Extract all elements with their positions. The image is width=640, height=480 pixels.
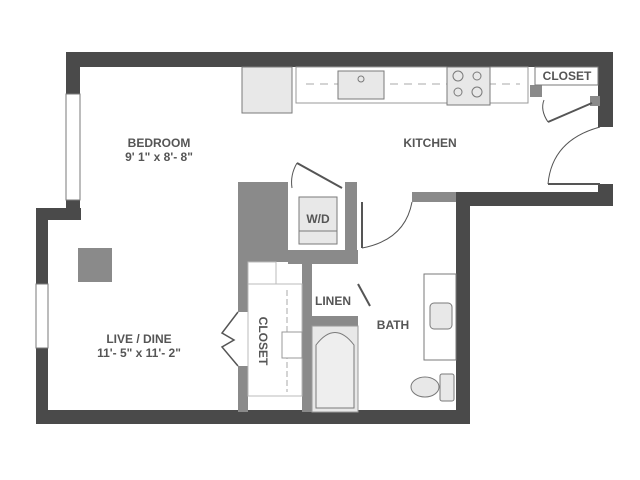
stove-burners xyxy=(452,70,483,98)
toilet xyxy=(410,376,440,398)
washer-dryer-label: W/D xyxy=(306,212,330,226)
live-dine-label: LIVE / DINE 11'- 5" x 11'- 2" xyxy=(84,332,194,360)
linen-label: LINEN xyxy=(315,294,351,308)
live-closet-label: CLOSET xyxy=(256,316,270,366)
bedroom-name: BEDROOM xyxy=(127,136,191,150)
kitchen-closet-label: CLOSET xyxy=(542,69,592,83)
kitchen-counter xyxy=(295,66,529,104)
live-dine-name: LIVE / DINE xyxy=(106,332,172,346)
washer-dryer xyxy=(298,196,338,245)
kitchen-sink xyxy=(337,70,385,100)
bath-sink xyxy=(429,302,453,330)
kitchen-label: KITCHEN xyxy=(403,136,457,150)
refrigerator xyxy=(241,66,293,114)
bath-label: BATH xyxy=(376,318,410,332)
interior-walls xyxy=(238,85,600,412)
column xyxy=(78,248,112,282)
stove xyxy=(446,66,491,106)
bedroom-label: BEDROOM 9' 1" x 8'- 8" xyxy=(104,136,214,164)
bedroom-dimensions: 9' 1" x 8'- 8" xyxy=(125,150,193,164)
windows xyxy=(35,93,81,349)
live-dine-dimensions: 11'- 5" x 11'- 2" xyxy=(97,346,181,360)
